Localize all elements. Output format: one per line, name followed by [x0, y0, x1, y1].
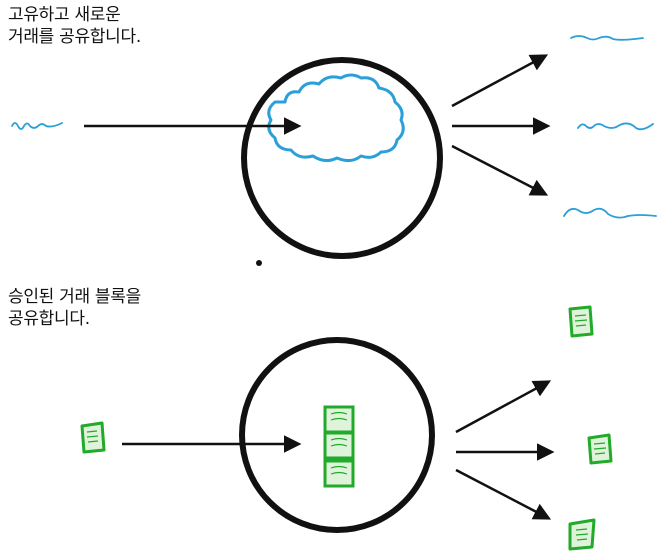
top-panel	[11, 35, 657, 266]
outgoing-arrow-bottom	[451, 144, 549, 196]
chain-block	[323, 405, 355, 434]
outgoing-block-icon	[568, 305, 594, 338]
outgoing-transaction-icon	[563, 207, 657, 219]
outgoing-transaction-icon	[577, 122, 654, 131]
outgoing-block-icon	[587, 433, 613, 465]
caption-line: 공유합니다.	[8, 309, 90, 329]
outgoing-arrow-bottom	[455, 468, 552, 520]
outgoing-transaction-icon	[570, 35, 644, 41]
bottom-panel	[80, 305, 613, 551]
incoming-transaction-icon	[11, 122, 63, 130]
chain-block	[323, 459, 355, 488]
node-circle	[241, 57, 443, 259]
separator-dot	[256, 260, 262, 266]
caption-share-blocks: 승인된 거래 블록을 공유합니다.	[8, 286, 141, 330]
outgoing-block-icon	[568, 518, 596, 551]
caption-share-transactions: 고유하고 새로운 거래를 공유합니다.	[8, 4, 141, 48]
caption-line: 거래를 공유합니다.	[8, 27, 141, 47]
chain-block	[323, 431, 355, 460]
outgoing-arrow-top	[451, 54, 549, 108]
caption-line: 승인된 거래 블록을	[8, 287, 141, 307]
block-chain-stack	[323, 405, 355, 488]
outgoing-arrow-top	[455, 380, 552, 434]
incoming-block-icon	[80, 421, 106, 454]
node-circle	[239, 337, 435, 533]
caption-line: 고유하고 새로운	[8, 5, 121, 25]
transaction-pool-cloud-icon	[267, 73, 405, 163]
